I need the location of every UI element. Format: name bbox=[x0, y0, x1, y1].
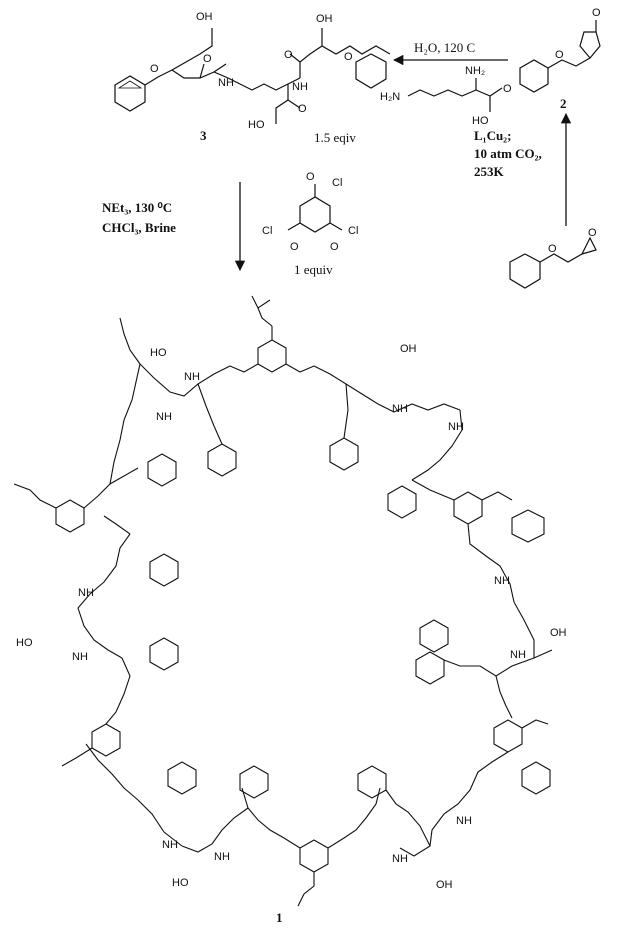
compound-3-structure bbox=[115, 28, 390, 124]
label-nh: NH bbox=[494, 575, 510, 587]
catalyst-line2: 10 atm CO₂, bbox=[474, 146, 542, 161]
benzene-ring bbox=[208, 444, 236, 476]
benzene-ring bbox=[240, 766, 268, 798]
label-ho: HO bbox=[16, 637, 33, 649]
label-nh: NH bbox=[510, 649, 526, 661]
benzene-ring bbox=[358, 766, 386, 798]
benzene-ring bbox=[150, 554, 178, 586]
label-cl: Cl bbox=[348, 225, 358, 237]
label-nh: NH bbox=[448, 421, 464, 433]
benzene-ring bbox=[522, 762, 550, 794]
benzene-ring bbox=[512, 510, 544, 542]
label-o: O bbox=[203, 53, 212, 65]
label-nh: NH bbox=[156, 411, 172, 423]
trimesoyl-chloride-structure bbox=[288, 184, 342, 232]
benzene-ring bbox=[148, 454, 176, 486]
benzene-ring bbox=[520, 60, 548, 92]
label-ho: HO bbox=[172, 877, 189, 889]
equiv-3-label: 1.5 eqiv bbox=[314, 130, 356, 145]
label-o: O bbox=[290, 241, 299, 253]
benzene-ring bbox=[454, 492, 482, 524]
label-oh: OH bbox=[400, 343, 417, 355]
label-o: O bbox=[503, 83, 512, 95]
benzene-ring bbox=[168, 762, 196, 794]
base-line2: CHCl₃, Brine bbox=[102, 220, 176, 235]
label-oh: OH bbox=[550, 627, 567, 639]
benzene-ring bbox=[56, 500, 84, 532]
label-nh: NH bbox=[78, 587, 94, 599]
label-o: O bbox=[588, 227, 597, 239]
label-nh: NH bbox=[392, 403, 408, 415]
label-nh: NH bbox=[214, 851, 230, 863]
water-condition: H₂O, 120 C bbox=[414, 40, 475, 55]
macrocycle-1-structure bbox=[14, 296, 552, 906]
benzene-ring bbox=[388, 486, 416, 518]
label-ho: HO bbox=[472, 115, 489, 127]
label-o: O bbox=[298, 103, 307, 115]
base-line1: NEt₃, 130 ⁰C bbox=[102, 200, 172, 215]
benzene-ring bbox=[416, 652, 444, 684]
label-nh2: NH₂ bbox=[465, 65, 485, 77]
label-ho: HO bbox=[248, 119, 265, 131]
lysine-structure bbox=[408, 78, 502, 112]
epoxide-structure bbox=[510, 238, 596, 288]
benzene-ring bbox=[150, 638, 178, 670]
compound-1-number: 1 bbox=[276, 910, 283, 925]
label-oh: OH bbox=[316, 13, 333, 25]
catalyst-line3: 253K bbox=[474, 164, 505, 179]
label-o: O bbox=[284, 49, 293, 61]
label-h2n: H₂N bbox=[380, 91, 400, 103]
label-nh: NH bbox=[162, 839, 178, 851]
label-nh: NH bbox=[184, 371, 200, 383]
benzene-ring bbox=[330, 438, 358, 470]
compound-2-number: 2 bbox=[560, 96, 567, 111]
benzene-ring bbox=[92, 724, 120, 756]
equiv-acyl-label: 1 equiv bbox=[294, 262, 333, 277]
label-nh: NH bbox=[392, 853, 408, 865]
label-o: O bbox=[330, 241, 339, 253]
benzene-ring bbox=[115, 76, 145, 111]
label-o: O bbox=[555, 49, 564, 61]
label-nh: NH bbox=[72, 651, 88, 663]
benzene-ring bbox=[420, 620, 448, 652]
benzene-ring bbox=[300, 840, 328, 872]
label-cl: Cl bbox=[262, 225, 272, 237]
benzene-ring bbox=[300, 197, 330, 232]
label-nh: NH bbox=[292, 81, 308, 93]
label-o: O bbox=[306, 171, 315, 183]
label-oh: OH bbox=[196, 11, 213, 23]
label-nh: NH bbox=[456, 815, 472, 827]
label-oh: OH bbox=[436, 879, 453, 891]
compound-2-structure bbox=[520, 20, 600, 92]
label-nh: NH bbox=[218, 77, 234, 89]
label-o: O bbox=[592, 7, 601, 19]
catalyst-line1: L₁Cu₂; bbox=[474, 128, 511, 143]
compound-3-number: 3 bbox=[200, 128, 207, 143]
benzene-ring bbox=[258, 340, 286, 372]
benzene-ring bbox=[494, 720, 522, 752]
label-o: O bbox=[548, 243, 557, 255]
label-cl: Cl bbox=[332, 177, 342, 189]
label-o: O bbox=[344, 51, 353, 63]
label-o: O bbox=[150, 63, 159, 75]
label-ho: HO bbox=[150, 347, 167, 359]
benzene-ring bbox=[356, 54, 386, 88]
benzene-ring bbox=[510, 254, 540, 288]
